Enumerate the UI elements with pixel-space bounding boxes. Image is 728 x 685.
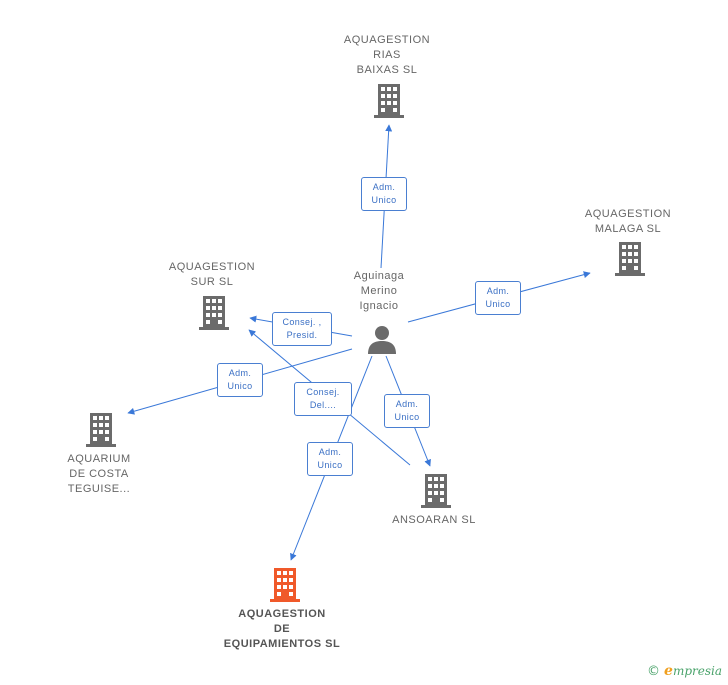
- relation-line: Del....: [309, 400, 337, 410]
- label-line: RIAS: [373, 49, 401, 61]
- node-label-equipamientos[interactable]: AQUAGESTION DE EQUIPAMIENTOS SL: [217, 607, 347, 652]
- label-line: AQUAGESTION: [584, 208, 672, 220]
- relation-line: Unico: [371, 195, 397, 205]
- relation-label-aquarium[interactable]: Adm. Unico: [217, 363, 263, 397]
- label-line: ANSOARAN SL: [392, 514, 476, 526]
- relation-line: Unico: [317, 460, 343, 470]
- brand-rest: mpresia: [672, 664, 722, 678]
- label-line: DE: [273, 623, 291, 635]
- label-line: BAIXAS SL: [356, 64, 418, 76]
- relation-label-ansoaran-sur[interactable]: Consej. Del....: [294, 382, 352, 416]
- building-icon[interactable]: [615, 242, 645, 276]
- label-line: SUR SL: [190, 276, 234, 288]
- relation-line: Adm.: [486, 286, 510, 296]
- node-label-sur[interactable]: AQUAGESTION SUR SL: [162, 260, 262, 290]
- label-line: MALAGA SL: [594, 223, 662, 235]
- relation-label-rias[interactable]: Adm. Unico: [361, 177, 407, 211]
- relation-line: Adm.: [228, 368, 252, 378]
- building-icon[interactable]: [86, 413, 116, 447]
- label-line: AQUAGESTION: [238, 608, 326, 620]
- relation-line: Unico: [394, 412, 420, 422]
- person-icon[interactable]: [367, 324, 397, 354]
- relation-line: Consej. ,: [282, 317, 322, 327]
- relation-line: Adm.: [395, 399, 419, 409]
- relation-line: Consej.: [306, 387, 340, 397]
- relation-label-ansoaran[interactable]: Adm. Unico: [384, 394, 430, 428]
- building-icon[interactable]: [374, 84, 404, 118]
- copyright-symbol: ©: [647, 664, 661, 679]
- label-line: AQUAGESTION: [168, 261, 256, 273]
- relation-label-equipamientos[interactable]: Adm. Unico: [307, 442, 353, 476]
- relation-line: Unico: [227, 381, 253, 391]
- label-line: AQUAGESTION: [343, 34, 431, 46]
- relation-label-sur[interactable]: Consej. , Presid.: [272, 312, 332, 346]
- building-icon[interactable]: [421, 474, 451, 508]
- node-label-ansoaran[interactable]: ANSOARAN SL: [384, 513, 484, 528]
- relation-line: Unico: [485, 299, 511, 309]
- label-line: AQUARIUM: [67, 453, 131, 465]
- label-line: TEGUISE...: [67, 483, 131, 495]
- relation-label-malaga[interactable]: Adm. Unico: [475, 281, 521, 315]
- node-label-aquarium[interactable]: AQUARIUM DE COSTA TEGUISE...: [49, 452, 149, 497]
- building-icon[interactable]: [199, 296, 229, 330]
- empresia-logo: ©empresia: [647, 663, 722, 679]
- label-line: EQUIPAMIENTOS SL: [223, 638, 341, 650]
- brand-first-letter: e: [664, 663, 673, 679]
- label-line: DE COSTA: [69, 468, 129, 480]
- label-line: Merino: [360, 285, 398, 297]
- relation-line: Presid.: [286, 330, 318, 340]
- relation-line: Adm.: [372, 182, 396, 192]
- node-label-rias-baixas[interactable]: AQUAGESTION RIAS BAIXAS SL: [337, 33, 437, 78]
- building-icon-highlighted[interactable]: [270, 568, 300, 602]
- node-label-malaga[interactable]: AQUAGESTION MALAGA SL: [578, 207, 678, 237]
- label-line: Ignacio: [359, 300, 399, 312]
- label-line: Aguinaga: [353, 270, 405, 282]
- relation-line: Adm.: [318, 447, 342, 457]
- node-label-person[interactable]: Aguinaga Merino Ignacio: [329, 269, 429, 314]
